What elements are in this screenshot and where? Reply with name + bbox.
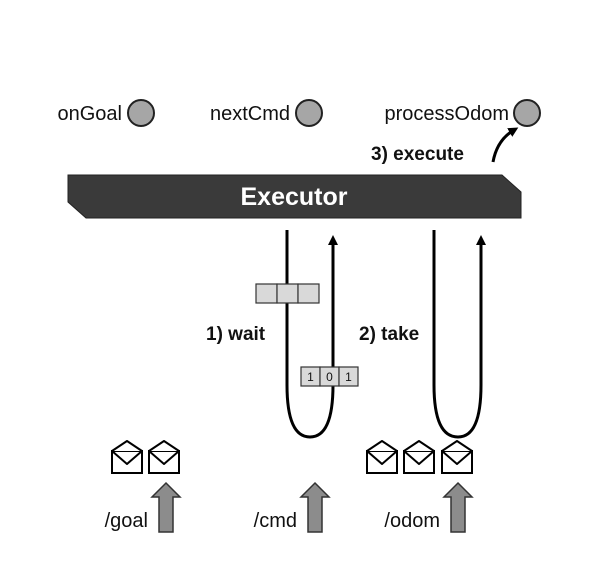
execute-arrow <box>491 127 519 163</box>
step-execute-label: 3) execute <box>371 144 464 165</box>
cmd-topic-arrow <box>299 481 331 533</box>
queue-cell <box>276 283 299 304</box>
envelope-icon <box>403 440 435 474</box>
callback-node-icon <box>513 99 541 127</box>
envelope-icon <box>111 440 143 474</box>
queue-cell <box>297 283 320 304</box>
callback-next-cmd: nextCmd <box>210 99 323 127</box>
goal-messages <box>111 440 180 474</box>
odom-topic-arrow <box>442 481 474 533</box>
odom-messages <box>366 440 473 474</box>
callback-label-process-odom: processOdom <box>385 103 510 125</box>
executor-label: Executor <box>241 183 348 211</box>
queue-value: 1 <box>307 370 314 384</box>
topic-label-goal: /goal <box>105 510 148 532</box>
step-wait-label: 1) wait <box>206 324 266 345</box>
cmd-loop-arrow <box>285 230 338 439</box>
callback-node-icon <box>295 99 323 127</box>
topic-label-cmd: /cmd <box>254 510 297 532</box>
filled-queue: 1 0 1 <box>300 366 359 387</box>
envelope-icon <box>366 440 398 474</box>
envelope-icon <box>441 440 473 474</box>
envelope-icon <box>148 440 180 474</box>
executor-bar <box>67 174 522 219</box>
goal-topic-arrow <box>150 481 182 533</box>
callback-process-odom: processOdom <box>385 99 541 127</box>
queue-value: 1 <box>345 370 352 384</box>
callback-on-goal: onGoal <box>58 99 155 127</box>
odom-loop-arrow <box>432 230 486 439</box>
callback-label-on-goal: onGoal <box>58 103 123 125</box>
queue-value: 0 <box>326 370 333 384</box>
topic-label-odom: /odom <box>384 510 440 532</box>
step-take-label: 2) take <box>359 324 419 345</box>
queue-cell <box>338 366 359 387</box>
empty-queue <box>255 283 320 304</box>
callback-label-next-cmd: nextCmd <box>210 103 290 125</box>
callback-node-icon <box>127 99 155 127</box>
queue-cell <box>255 283 278 304</box>
